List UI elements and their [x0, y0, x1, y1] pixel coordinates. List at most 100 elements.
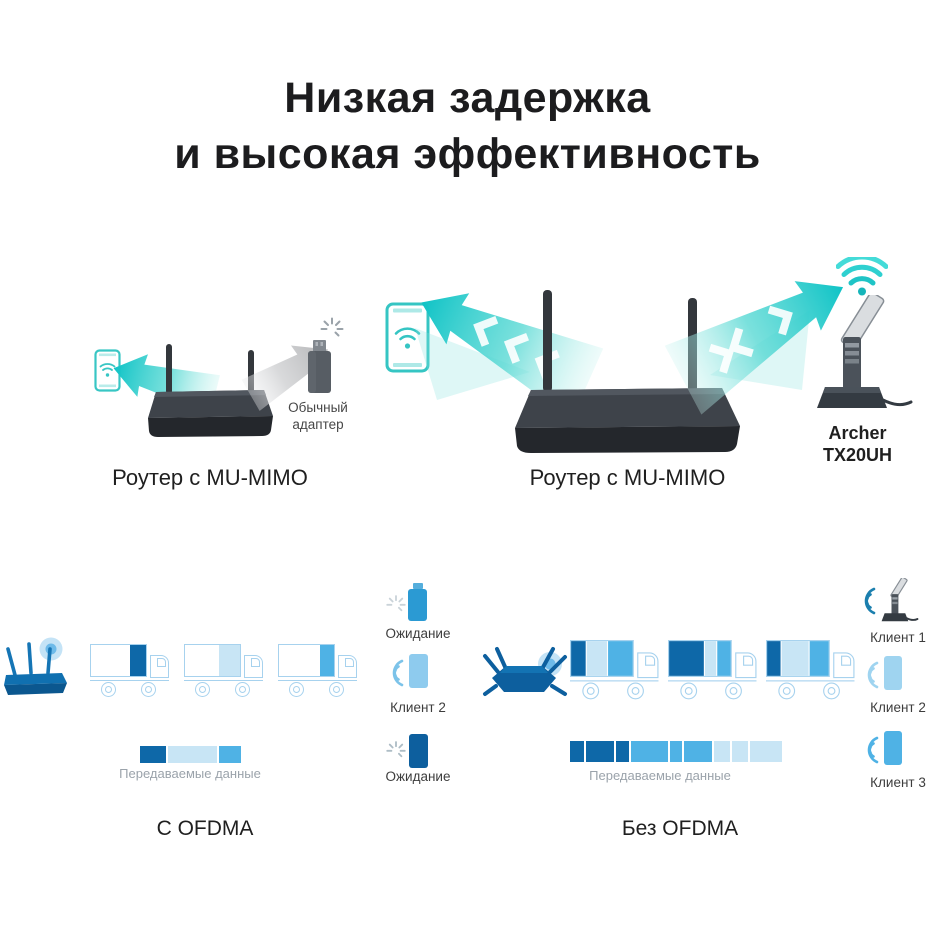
truck-wheel: [235, 682, 250, 697]
wifi-waves-icon: [867, 661, 879, 689]
client-label: Клиент 1: [870, 630, 926, 645]
truck-cab: [833, 652, 855, 679]
truck-cab: [338, 655, 357, 678]
device-name-line2: TX20UH: [822, 445, 893, 465]
client-label: Ожидание: [385, 769, 451, 784]
data-truck: [278, 644, 360, 700]
truck-cab: [150, 655, 169, 678]
transmitted-data-bar: [140, 746, 241, 763]
truck-wheel: [289, 682, 304, 697]
cargo-block: [571, 641, 586, 676]
title-line-1: Низкая задержка: [284, 74, 651, 122]
cargo-block: [781, 641, 809, 676]
truck-wheel: [101, 682, 116, 697]
cargo-block: [219, 645, 240, 676]
cargo-block: [607, 641, 633, 676]
bar-segment: [168, 746, 217, 763]
archer-device-name: Archer TX20UH: [795, 422, 920, 466]
wifi-waves-icon: [392, 659, 404, 687]
wifi-waves-icon: [867, 736, 879, 764]
adapter-label-line2: адаптер: [292, 417, 344, 432]
cargo-block: [320, 645, 334, 676]
smartphone-icon-large: [385, 302, 430, 373]
bar-segment: [714, 741, 731, 762]
data-truck: [184, 644, 266, 700]
client-label: Клиент 2: [870, 700, 926, 715]
caption-router-left: Роутер с MU-MIMO: [112, 465, 308, 490]
tx20uh-client-icon: [881, 578, 919, 622]
gray-arrow-right-small: [241, 345, 328, 411]
router-ofdma-icon: [4, 637, 67, 695]
bar-segment: [218, 746, 241, 763]
router-mu-mimo-large: [515, 290, 740, 453]
truck-cargo: [184, 644, 241, 677]
client-device-3: [884, 731, 902, 765]
truck-chassis: [668, 677, 757, 682]
data-truck: [766, 640, 858, 703]
truck-chassis: [90, 677, 169, 681]
cargo-block: [129, 645, 146, 676]
cargo-block: [809, 641, 829, 676]
client-device-2: [884, 656, 902, 690]
title-line-2: и высокая эффективность: [174, 130, 761, 178]
truck-wheel: [627, 682, 644, 700]
bar-segment: [140, 746, 167, 763]
struggle-spark-icon: [320, 317, 344, 337]
device-name-line1: Archer: [828, 423, 887, 443]
truck-cab: [735, 652, 757, 679]
truck-wheel: [725, 682, 742, 700]
truck-cab: [244, 655, 263, 678]
transmitted-data-label: Передаваемые данные: [119, 766, 261, 781]
bar-segment: [615, 741, 630, 762]
data-truck: [570, 640, 662, 703]
truck-wheel: [195, 682, 210, 697]
truck-wheel: [141, 682, 156, 697]
cargo-block: [767, 641, 781, 676]
adapter-label-line1: Обычный: [288, 400, 348, 415]
truck-cargo: [570, 640, 634, 677]
usb-adapter-icon: [308, 340, 331, 393]
truck-cargo: [668, 640, 732, 677]
client-device-waiting-1: [408, 583, 427, 621]
truck-cargo: [278, 644, 335, 677]
archer-tx20uh-adapter: [817, 295, 913, 408]
transmitted-data-bar: [570, 741, 783, 762]
truck-cab: [637, 652, 659, 679]
client-device-2: [409, 654, 428, 688]
bar-segment: [631, 741, 668, 762]
signal-beam-left: [415, 328, 530, 400]
wifi-icon: [836, 257, 888, 296]
bar-segment: [570, 741, 584, 762]
truck-chassis: [570, 677, 659, 682]
waiting-spark-icon: [386, 595, 406, 612]
truck-chassis: [278, 677, 357, 681]
truck-cargo: [766, 640, 830, 677]
truck-wheel: [778, 682, 796, 700]
ordinary-adapter-label: Обычный адаптер: [266, 399, 370, 433]
caption-with-ofdma: С OFDMA: [156, 817, 254, 840]
teal-arrow-right-large: [664, 281, 844, 415]
truck-wheel: [823, 682, 840, 700]
cargo-block: [704, 641, 717, 676]
teal-arrow-left-large: [421, 293, 604, 420]
transmitted-data-label: Передаваемые данные: [589, 768, 731, 783]
truck-chassis: [184, 677, 263, 681]
caption-without-ofdma: Без OFDMA: [621, 817, 739, 840]
client-label: Клиент 2: [390, 700, 446, 715]
client-device-waiting-2: [409, 734, 428, 768]
truck-cargo: [90, 644, 147, 677]
bar-segment: [684, 741, 713, 762]
wifi-waves-icon: [864, 587, 876, 615]
bar-segment: [669, 741, 683, 762]
cargo-block: [669, 641, 704, 676]
bar-segment: [585, 741, 614, 762]
bar-segment: [750, 741, 783, 762]
cargo-block: [586, 641, 607, 676]
gaming-router-icon: [483, 647, 567, 696]
truck-wheel: [582, 682, 600, 700]
bar-segment: [732, 741, 749, 762]
truck-chassis: [766, 677, 855, 682]
truck-wheel: [680, 682, 698, 700]
waiting-spark-icon: [386, 741, 406, 758]
